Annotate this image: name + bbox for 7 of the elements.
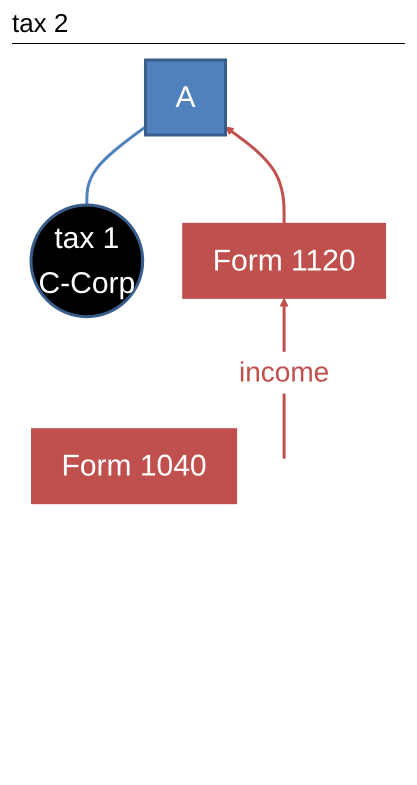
arrow xyxy=(225,126,286,224)
node-box: A xyxy=(144,58,228,136)
node-box: Form 1120 xyxy=(182,222,386,299)
edge-label: income xyxy=(239,356,330,388)
node-circle: tax 1 C-Corp xyxy=(30,204,144,318)
node-box: Form 1040 xyxy=(31,428,238,504)
tax-label: tax 2 xyxy=(12,8,405,44)
